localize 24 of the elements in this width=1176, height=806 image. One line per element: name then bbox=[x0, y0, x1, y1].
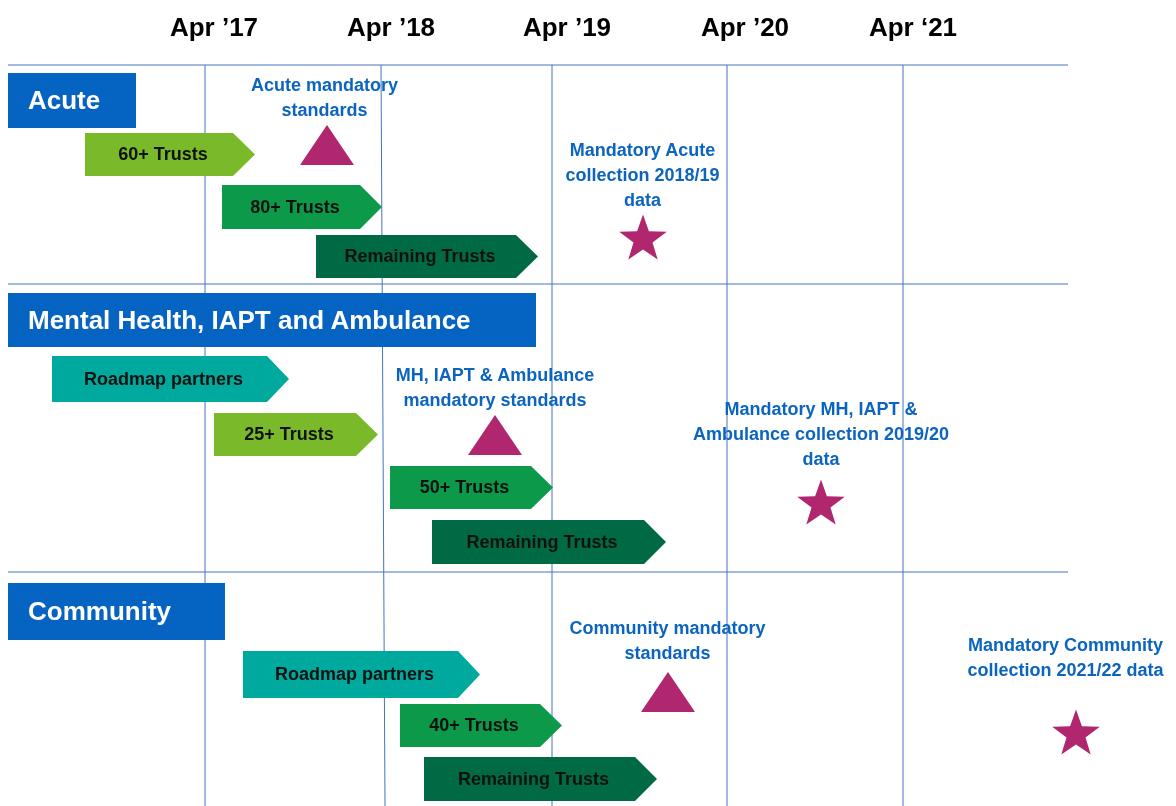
timeline-bar: Remaining Trusts bbox=[432, 520, 666, 564]
milestone-label: Mandatory Acute collection 2018/19 data bbox=[564, 139, 721, 212]
column-header: Apr ’18 bbox=[345, 12, 437, 43]
column-header: Apr ‘21 bbox=[867, 12, 959, 43]
timeline-bar: 50+ Trusts bbox=[390, 466, 553, 509]
timeline-bar: Roadmap partners bbox=[52, 356, 289, 402]
timeline-bar: 40+ Trusts bbox=[400, 704, 562, 747]
column-header: Apr ’20 bbox=[699, 12, 791, 43]
timeline-bar: 25+ Trusts bbox=[214, 413, 378, 456]
milestone-label: Community mandatory standards bbox=[568, 617, 767, 665]
milestone-label: Mandatory MH, IAPT & Ambulance collection 2019/20 data bbox=[691, 398, 951, 471]
timeline-bar: 60+ Trusts bbox=[85, 133, 255, 176]
milestone-label: Mandatory Community collection 2021/22 data bbox=[966, 634, 1165, 682]
timeline-bar: 80+ Trusts bbox=[222, 185, 382, 229]
section-header: Mental Health, IAPT and Ambulance bbox=[8, 293, 536, 347]
timeline-bar: Roadmap partners bbox=[243, 651, 480, 698]
milestone-label: MH, IAPT & Ambulance mandatory standards bbox=[394, 364, 596, 412]
timeline-bar: Remaining Trusts bbox=[424, 757, 657, 801]
section-header: Community bbox=[8, 583, 225, 640]
column-header: Apr ’17 bbox=[168, 12, 260, 43]
column-header: Apr ’19 bbox=[521, 12, 613, 43]
section-header: Acute bbox=[8, 73, 136, 128]
timeline-bar: Remaining Trusts bbox=[316, 235, 538, 278]
milestone-label: Acute mandatory standards bbox=[249, 74, 399, 122]
